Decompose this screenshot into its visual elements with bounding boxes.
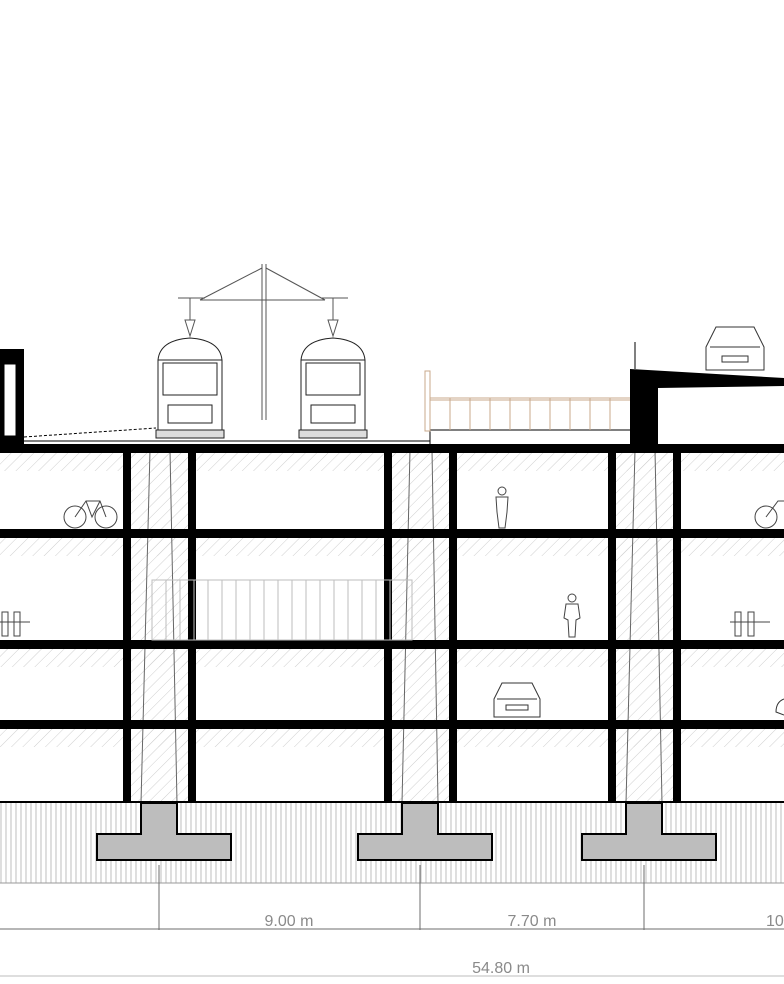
pedestrian-level-1 (495, 486, 509, 529)
footing-right (581, 802, 717, 861)
dim-span-2: 7.70 m (508, 913, 557, 930)
shaft-hatch (131, 453, 673, 803)
catenary (178, 264, 348, 420)
car-roof (705, 326, 765, 371)
dim-span-1: 9.00 m (265, 913, 314, 930)
tram-right (298, 337, 368, 439)
bicycle-right (754, 500, 784, 529)
car-level-3-left (493, 682, 541, 718)
footings (96, 802, 717, 861)
footing-middle (357, 802, 493, 861)
left-kiosk (0, 349, 24, 446)
dim-span-3: 10 (766, 913, 784, 930)
parked-bicycles-left (0, 611, 30, 637)
dim-overall: 54.80 m (472, 960, 530, 977)
car-level-3-right (775, 698, 784, 716)
columns (123, 444, 681, 803)
tram-left (155, 337, 225, 439)
pedestrian-level-2 (563, 593, 581, 638)
railing (424, 370, 630, 432)
stair-element (151, 579, 413, 641)
parked-bicycles-right (730, 611, 770, 637)
dimension-lines (0, 865, 784, 977)
footing-left (96, 802, 232, 861)
right-roof-block (630, 342, 784, 444)
shaft-lines (140, 449, 663, 804)
bicycle-left (63, 500, 118, 529)
